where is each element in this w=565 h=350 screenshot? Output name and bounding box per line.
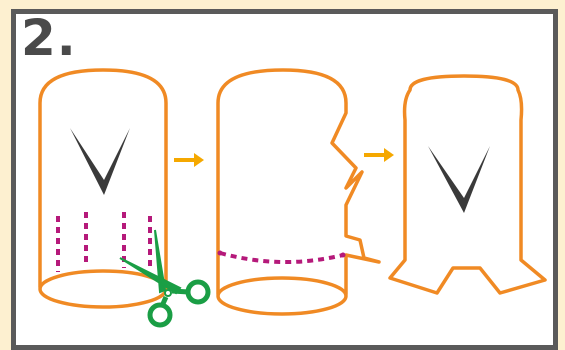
scissors-icon [119, 229, 211, 328]
tube-bottom-ellipse [38, 269, 168, 309]
tube-with-cut-lines [38, 68, 168, 309]
v-mark-icon [428, 146, 490, 213]
cut-line [219, 251, 344, 264]
v-mark-icon [70, 128, 130, 195]
tube-outline [38, 68, 168, 289]
tube-bottom-ellipse [216, 276, 348, 316]
figure-outline [388, 74, 547, 295]
tube-cut-open [216, 68, 381, 316]
arrow-right-icon [174, 153, 204, 167]
cut-dot [340, 252, 346, 258]
cut-dot [217, 250, 223, 256]
tube-with-legs [388, 74, 547, 295]
step-number: 2. [21, 9, 77, 67]
arrow-right-icon [364, 148, 394, 162]
tube-outline [216, 68, 381, 296]
